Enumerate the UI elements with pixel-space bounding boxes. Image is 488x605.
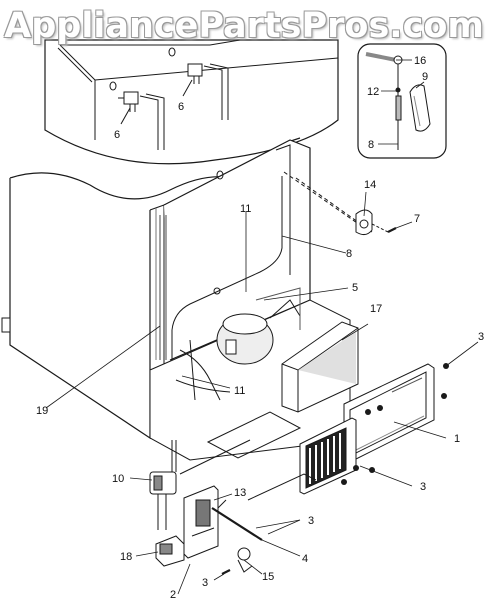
callout-18: 18	[120, 551, 132, 563]
callout-11-bottom: 11	[234, 385, 245, 397]
callout-11-top: 11	[240, 203, 251, 215]
tube-part-13	[211, 499, 263, 541]
inset-tube-detail	[357, 43, 447, 159]
water-valve-part-10	[149, 440, 177, 530]
callout-6-right: 6	[178, 101, 184, 113]
callout-7: 7	[414, 213, 420, 225]
callout-3-middle: 3	[420, 481, 426, 493]
screws-part-3	[341, 363, 449, 485]
callout-15: 15	[262, 571, 274, 583]
clip-part-14	[355, 209, 389, 236]
insulation-pad-part-17	[281, 321, 359, 413]
bracket-part-18	[155, 535, 185, 567]
callout-16: 16	[414, 55, 426, 67]
leader-lines	[45, 59, 479, 595]
callout-9: 9	[422, 71, 428, 83]
screw-part-7	[387, 227, 397, 233]
callout-6-left: 6	[114, 129, 120, 141]
callout-17: 17	[370, 303, 382, 315]
callout-3-bottom: 3	[202, 577, 208, 589]
callout-numbers: 6 6 16 9 12 8 14 11 7 8 5 17 3 11 19 1 1…	[36, 55, 484, 601]
callout-12: 12	[367, 86, 379, 98]
callout-5: 5	[352, 282, 358, 294]
inset-cabinet-detail	[44, 39, 339, 165]
callout-2: 2	[170, 589, 176, 600]
access-cover-part-1	[343, 363, 435, 463]
callout-1: 1	[454, 433, 460, 445]
callout-3-lower: 3	[308, 515, 314, 527]
callout-8: 8	[346, 248, 352, 260]
callout-4: 4	[302, 553, 308, 565]
refrigerator-cabinet	[1, 137, 351, 461]
callout-3-right: 3	[478, 331, 484, 343]
mounting-bracket-part-2	[183, 485, 219, 559]
grille-part	[299, 417, 357, 495]
callout-10: 10	[112, 473, 124, 485]
clip-part-6-right	[187, 63, 229, 120]
callout-19: 19	[36, 405, 48, 417]
callout-14: 14	[364, 179, 376, 191]
callout-8-inset: 8	[368, 139, 374, 151]
screw-part-3-bottom	[221, 569, 231, 575]
callout-13: 13	[234, 487, 246, 499]
valve-part-15	[237, 547, 253, 573]
base-outline	[179, 411, 317, 501]
site-watermark: AppliancePartsPros.com	[4, 6, 484, 46]
